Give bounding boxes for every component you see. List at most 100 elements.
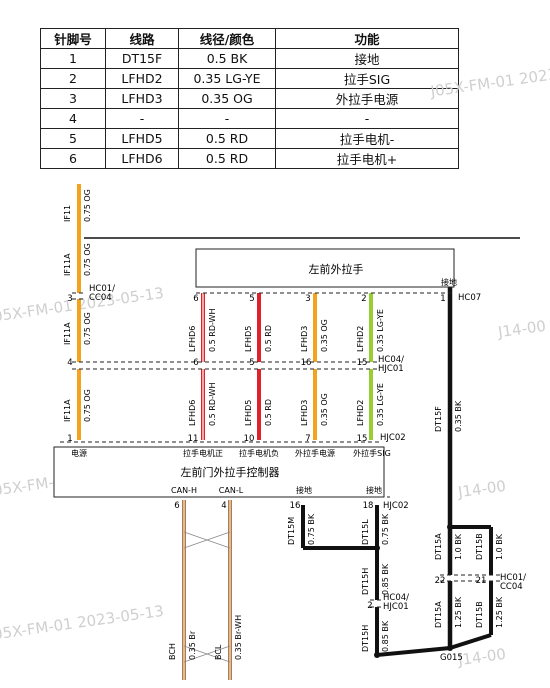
pin-number: 7 <box>305 434 310 444</box>
cell-gauge-color: 0.5 RD <box>178 128 276 149</box>
pin-label-handle-sig: 外拉手SIG <box>353 448 391 458</box>
wire-spec-label: 0.35 Br <box>188 630 197 660</box>
wire-spec-label: 0.35 OG <box>320 319 329 352</box>
pin-number: 10 <box>244 434 255 444</box>
pin-table-row: 4--- <box>40 108 459 129</box>
wire-name-label: LFHD3 <box>300 400 309 426</box>
wire-spec-label: 0.35 OG <box>320 393 329 426</box>
header-pin: 针脚号 <box>40 28 106 49</box>
pin-number: 21 <box>476 576 487 586</box>
pin-number: 5 <box>249 294 254 304</box>
pin-number: 1 <box>440 294 445 304</box>
wire-spec-label: 1.0 BK <box>454 533 463 560</box>
wire-name-label: IF11 <box>63 205 72 222</box>
twist-marker <box>183 645 231 663</box>
wire-name-label: DT15F <box>434 406 443 432</box>
connector-hc04-hjc01: HC04/ HJC01 <box>378 355 407 374</box>
pin-label-motor-neg: 拉手电机负 <box>239 448 279 458</box>
pin-number: 4 <box>221 501 226 511</box>
connector-hc07: HC07 <box>458 293 481 303</box>
connector-hc04-hjc01-b: HC04/ HJC01 <box>383 593 412 612</box>
wire-spec-label: 0.35 LG-YE <box>376 309 385 352</box>
wire-name-label: LFHD2 <box>356 400 365 426</box>
pin-label-ground-2: 接地 <box>366 485 382 495</box>
wire-name-label: LFHD5 <box>244 326 253 352</box>
wire-spec-label: 0.5 RD-WH <box>208 383 217 426</box>
pin-number: 2 <box>367 601 372 611</box>
pin-number: 4 <box>67 358 72 368</box>
cell-function: 外拉手电源 <box>275 88 459 109</box>
wire-spec-label: 0.75 OG <box>83 312 92 345</box>
header-gauge-color: 线径/颜色 <box>178 28 276 49</box>
wire-spec-label: 1.25 BK <box>454 596 463 628</box>
wire-spec-label: 1.0 BK <box>495 533 504 560</box>
pin-label-handle-ground: 接地 <box>441 277 457 287</box>
wire-name-label: LFHD5 <box>244 400 253 426</box>
pin-label-can-l: CAN-L <box>219 486 244 495</box>
pin-number: 1 <box>67 434 72 444</box>
wire-name-label: IF11A <box>63 322 72 345</box>
pin-table-header: 针脚号 线路 线径/颜色 功能 <box>40 28 459 49</box>
pin-number: 18 <box>363 501 374 511</box>
wire-name-label: LFHD2 <box>356 326 365 352</box>
connector-hc01-cc04: HC01/ CC04 <box>89 284 118 303</box>
pin-number: 11 <box>188 434 199 444</box>
wire-spec-label: 0.5 RD <box>264 325 273 352</box>
wire-name-label: DT15H <box>361 568 370 595</box>
wire-spec-label: 0.75 OG <box>83 389 92 422</box>
pin-label-can-h: CAN-H <box>171 486 197 495</box>
header-circuit: 线路 <box>105 28 179 49</box>
splice-dot <box>374 545 380 551</box>
wire-name-label: DT15B <box>475 601 484 628</box>
wire-spec-label: 0.5 RD <box>264 399 273 426</box>
pin-label-ground-1: 接地 <box>296 485 312 495</box>
pin-number: 16 <box>290 501 301 511</box>
pin-number: 6 <box>193 358 198 368</box>
pin-number: 15 <box>357 358 368 368</box>
pin-number: 6 <box>193 294 198 304</box>
controller-title: 左前门外拉手控制器 <box>181 465 280 479</box>
wire-name-label: IF11A <box>63 253 72 276</box>
wire-name-label: LFHD3 <box>300 326 309 352</box>
controller-box <box>53 446 385 498</box>
wire-name-label: LFHD6 <box>188 326 197 352</box>
wire-name-label: BCL <box>214 644 223 660</box>
wire-spec-label: 0.75 OG <box>83 189 92 222</box>
wire-name-label: BCH <box>168 643 177 660</box>
wire-name-label: IF11A <box>63 399 72 422</box>
wire-spec-label: 0.75 BK <box>381 513 390 545</box>
wire-name-label: DT15H <box>361 625 370 652</box>
pin-number: 5 <box>249 358 254 368</box>
pin-number: 3 <box>305 294 310 304</box>
connector-hjc02: HJC02 <box>380 433 406 443</box>
pin-number: 6 <box>174 501 179 511</box>
splice-dot <box>447 645 453 651</box>
pin-number: 22 <box>435 576 446 586</box>
pin-number: 2 <box>361 294 366 304</box>
wire-spec-label: 0.35 LG-YE <box>376 383 385 426</box>
pin-label-motor-pos: 拉手电机正 <box>183 448 223 458</box>
cell-gauge-color: 0.5 RD <box>178 148 276 169</box>
wire-spec-label: 0.35 Br-WH <box>234 615 243 660</box>
wire-name-label: DT15B <box>475 533 484 560</box>
wire-spec-label: 1.25 BK <box>495 596 504 628</box>
splice-dot <box>447 524 453 530</box>
ground-point-g015: G015 <box>440 653 463 663</box>
wire-spec-label: 0.75 BK <box>307 513 316 545</box>
wire-name-label: LFHD6 <box>188 400 197 426</box>
wire-name-label: DT15A <box>434 533 443 560</box>
wire-name-label: DT15M <box>287 517 296 545</box>
wire-spec-label: 0.5 RD-WH <box>208 309 217 352</box>
pin-number: 16 <box>301 358 312 368</box>
pin-number: 3 <box>67 294 72 304</box>
cell-gauge-color: 0.35 LG-YE <box>178 68 276 89</box>
handle-title: 左前外拉手 <box>309 262 364 276</box>
pin-number: 15 <box>357 434 368 444</box>
connector-hjc02-b: HJC02 <box>383 501 409 511</box>
cell-gauge-color: 0.35 OG <box>178 88 276 109</box>
wire-spec-label: 0.35 BK <box>454 400 463 432</box>
